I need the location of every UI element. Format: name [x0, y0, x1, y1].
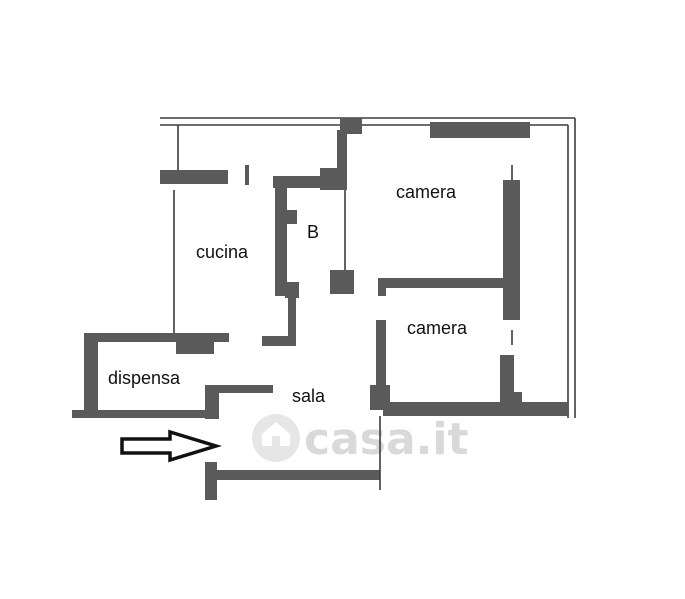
watermark-text: casa.it [304, 414, 468, 465]
room-label-camera-1: camera [396, 182, 457, 202]
room-label-sala: sala [292, 386, 326, 406]
room-label-camera-2: camera [407, 318, 468, 338]
room-labels: cucina B camera camera dispensa sala [108, 182, 468, 406]
room-label-bagno: B [307, 222, 319, 242]
watermark: casa.it [252, 414, 468, 465]
walls [72, 117, 576, 500]
entrance-arrow-icon [120, 429, 223, 463]
room-label-cucina: cucina [196, 242, 249, 262]
room-label-dispensa: dispensa [108, 368, 181, 388]
house-icon [252, 414, 300, 462]
